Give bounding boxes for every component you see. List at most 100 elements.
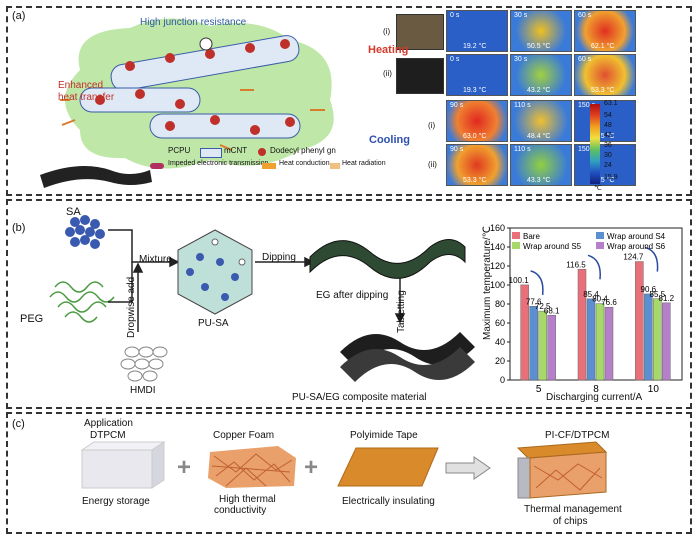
temp-label: 53.3 °C <box>463 177 487 184</box>
high-thermal-text: High thermal <box>219 494 276 505</box>
thermal-h-i-0: 0 s 19.2 °C <box>446 10 508 52</box>
data-label: 81.2 <box>659 294 675 303</box>
temp-label: 43.2 °C <box>527 87 551 94</box>
y-tick-label: 80 <box>495 299 505 309</box>
picf-text: PI-CF/DTPCM <box>545 430 610 441</box>
data-label: 100.1 <box>509 276 530 285</box>
eg-sheet <box>309 239 466 279</box>
composite-sheet-base <box>340 347 475 382</box>
temp-label: 53.3 °C <box>591 87 615 94</box>
dtpcm-block <box>80 441 166 489</box>
cooling-row-ii-label: (ii) <box>428 160 437 169</box>
temp-label: 62.1 °C <box>591 43 615 50</box>
panel-c <box>6 412 692 534</box>
right-arrow-icon <box>445 456 491 480</box>
temp-label: 20.5 °C <box>591 177 615 184</box>
legend-swatch <box>596 232 604 239</box>
thermal-c-i-1: 110 s 48.4 °C <box>510 100 572 142</box>
thermal-h-i-1: 30 s 50.5 °C <box>510 10 572 52</box>
plus-icon-1: + <box>177 454 192 481</box>
panel-c-label: (c) <box>12 418 25 430</box>
heating-row-ii-label: (ii) <box>383 69 392 78</box>
bar <box>595 303 605 381</box>
device-photo-ii <box>396 58 444 94</box>
conductivity-text: conductivity <box>214 505 267 516</box>
y-tick-label: 120 <box>490 261 505 271</box>
energy-storage-text: Energy storage <box>82 496 150 507</box>
legend-impeded: Impeded electronic transmission <box>168 160 269 167</box>
time-label: 110 s <box>514 102 531 109</box>
temp-label: 50.5 °C <box>527 43 551 50</box>
cnt-bundle-1 <box>110 35 300 91</box>
flow-arrows <box>108 229 406 332</box>
panel-a-label: (a) <box>12 10 26 22</box>
legend-dodecyl: Dodecyl phenyl gn <box>270 146 336 155</box>
y-tick-label: 60 <box>495 318 505 328</box>
time-label: 60 s <box>578 56 592 63</box>
pu-sa-label: PU-SA <box>198 318 229 329</box>
mixture-label: Mixture <box>139 254 172 265</box>
cooling-row-i-label: (i) <box>428 121 436 130</box>
colorbar-tick: 54 <box>604 112 612 119</box>
mcnt-swatch <box>200 148 222 158</box>
plus-icon-2: + <box>304 454 319 481</box>
legend-mcnt: mCNT <box>224 146 248 155</box>
temp-label: 19.3 °C <box>463 87 487 94</box>
heater-plate <box>40 166 152 188</box>
colorbar-tick: 15.9 <box>604 174 618 181</box>
cooling-label: Cooling <box>369 134 410 146</box>
dodecyl-swatch <box>258 148 266 156</box>
sa-molecules <box>65 215 105 249</box>
thermal-c-ii-2: 150 s 20.5 °C <box>574 144 636 186</box>
time-label: 150 s <box>578 102 596 109</box>
polyimide-text: Polyimide Tape <box>350 430 418 441</box>
application-text: Application <box>84 418 133 429</box>
data-label: 72.5 <box>535 302 551 311</box>
chart-ylabel: Maximum temperature/℃ <box>482 225 493 340</box>
y-tick-label: 140 <box>490 242 505 252</box>
hmdi-label: HMDI <box>130 385 156 396</box>
colorbar-tick: 30 <box>604 152 612 159</box>
dropwise-label: Dropwise add <box>126 276 137 338</box>
thermal-h-ii-2: 60 s 53.3 °C <box>574 54 636 96</box>
cnt-bundle-3 <box>149 113 301 139</box>
panel-b-label: (b) <box>12 222 26 234</box>
thermal-c-ii-0: 90 s 53.3 °C <box>446 144 508 186</box>
time-label: 30 s <box>514 56 528 63</box>
y-tick-label: 160 <box>490 223 505 233</box>
cnt-schematic <box>40 18 334 188</box>
time-label: 110 s <box>514 146 531 153</box>
heat-transfer-text: heat transfer <box>58 92 115 103</box>
colorbar-tick: 42 <box>604 132 612 139</box>
composite-sheet <box>340 332 475 367</box>
composite-label: PU-SA/EG composite material <box>292 392 427 403</box>
hmdi-molecules <box>120 346 168 382</box>
bar <box>577 269 587 381</box>
colorbar-tick: 48 <box>604 122 612 129</box>
colorbar-unit: ℃ <box>594 185 602 192</box>
bar <box>644 293 653 381</box>
bar <box>529 306 538 381</box>
peg-molecules <box>49 281 115 323</box>
legend-swatch <box>596 242 604 249</box>
data-label: 77.6 <box>526 297 542 306</box>
trend-arrow <box>645 246 659 272</box>
panel-b <box>6 199 692 409</box>
temp-label: 22.5 °C <box>591 133 615 140</box>
data-label: 124.7 <box>623 253 644 262</box>
enhanced-text: Enhanced <box>58 80 104 91</box>
colorbar-tick: 63.1 <box>604 100 618 107</box>
thermal-c-ii-1: 110 s 43.3 °C <box>510 144 572 186</box>
time-label: 60 s <box>578 12 592 19</box>
heating-label: Heating <box>368 44 409 56</box>
data-label: 116.5 <box>566 260 586 269</box>
time-label: 30 s <box>514 12 528 19</box>
dtpcm-text: DTPCM <box>90 430 126 441</box>
colorbar-tick: 24 <box>604 162 612 169</box>
data-label: 90.6 <box>641 285 657 294</box>
eg-after-label: EG after dipping <box>316 290 389 301</box>
legend-label: Bare <box>523 232 540 241</box>
sa-label: SA <box>66 206 81 218</box>
y-tick-label: 0 <box>500 375 505 385</box>
